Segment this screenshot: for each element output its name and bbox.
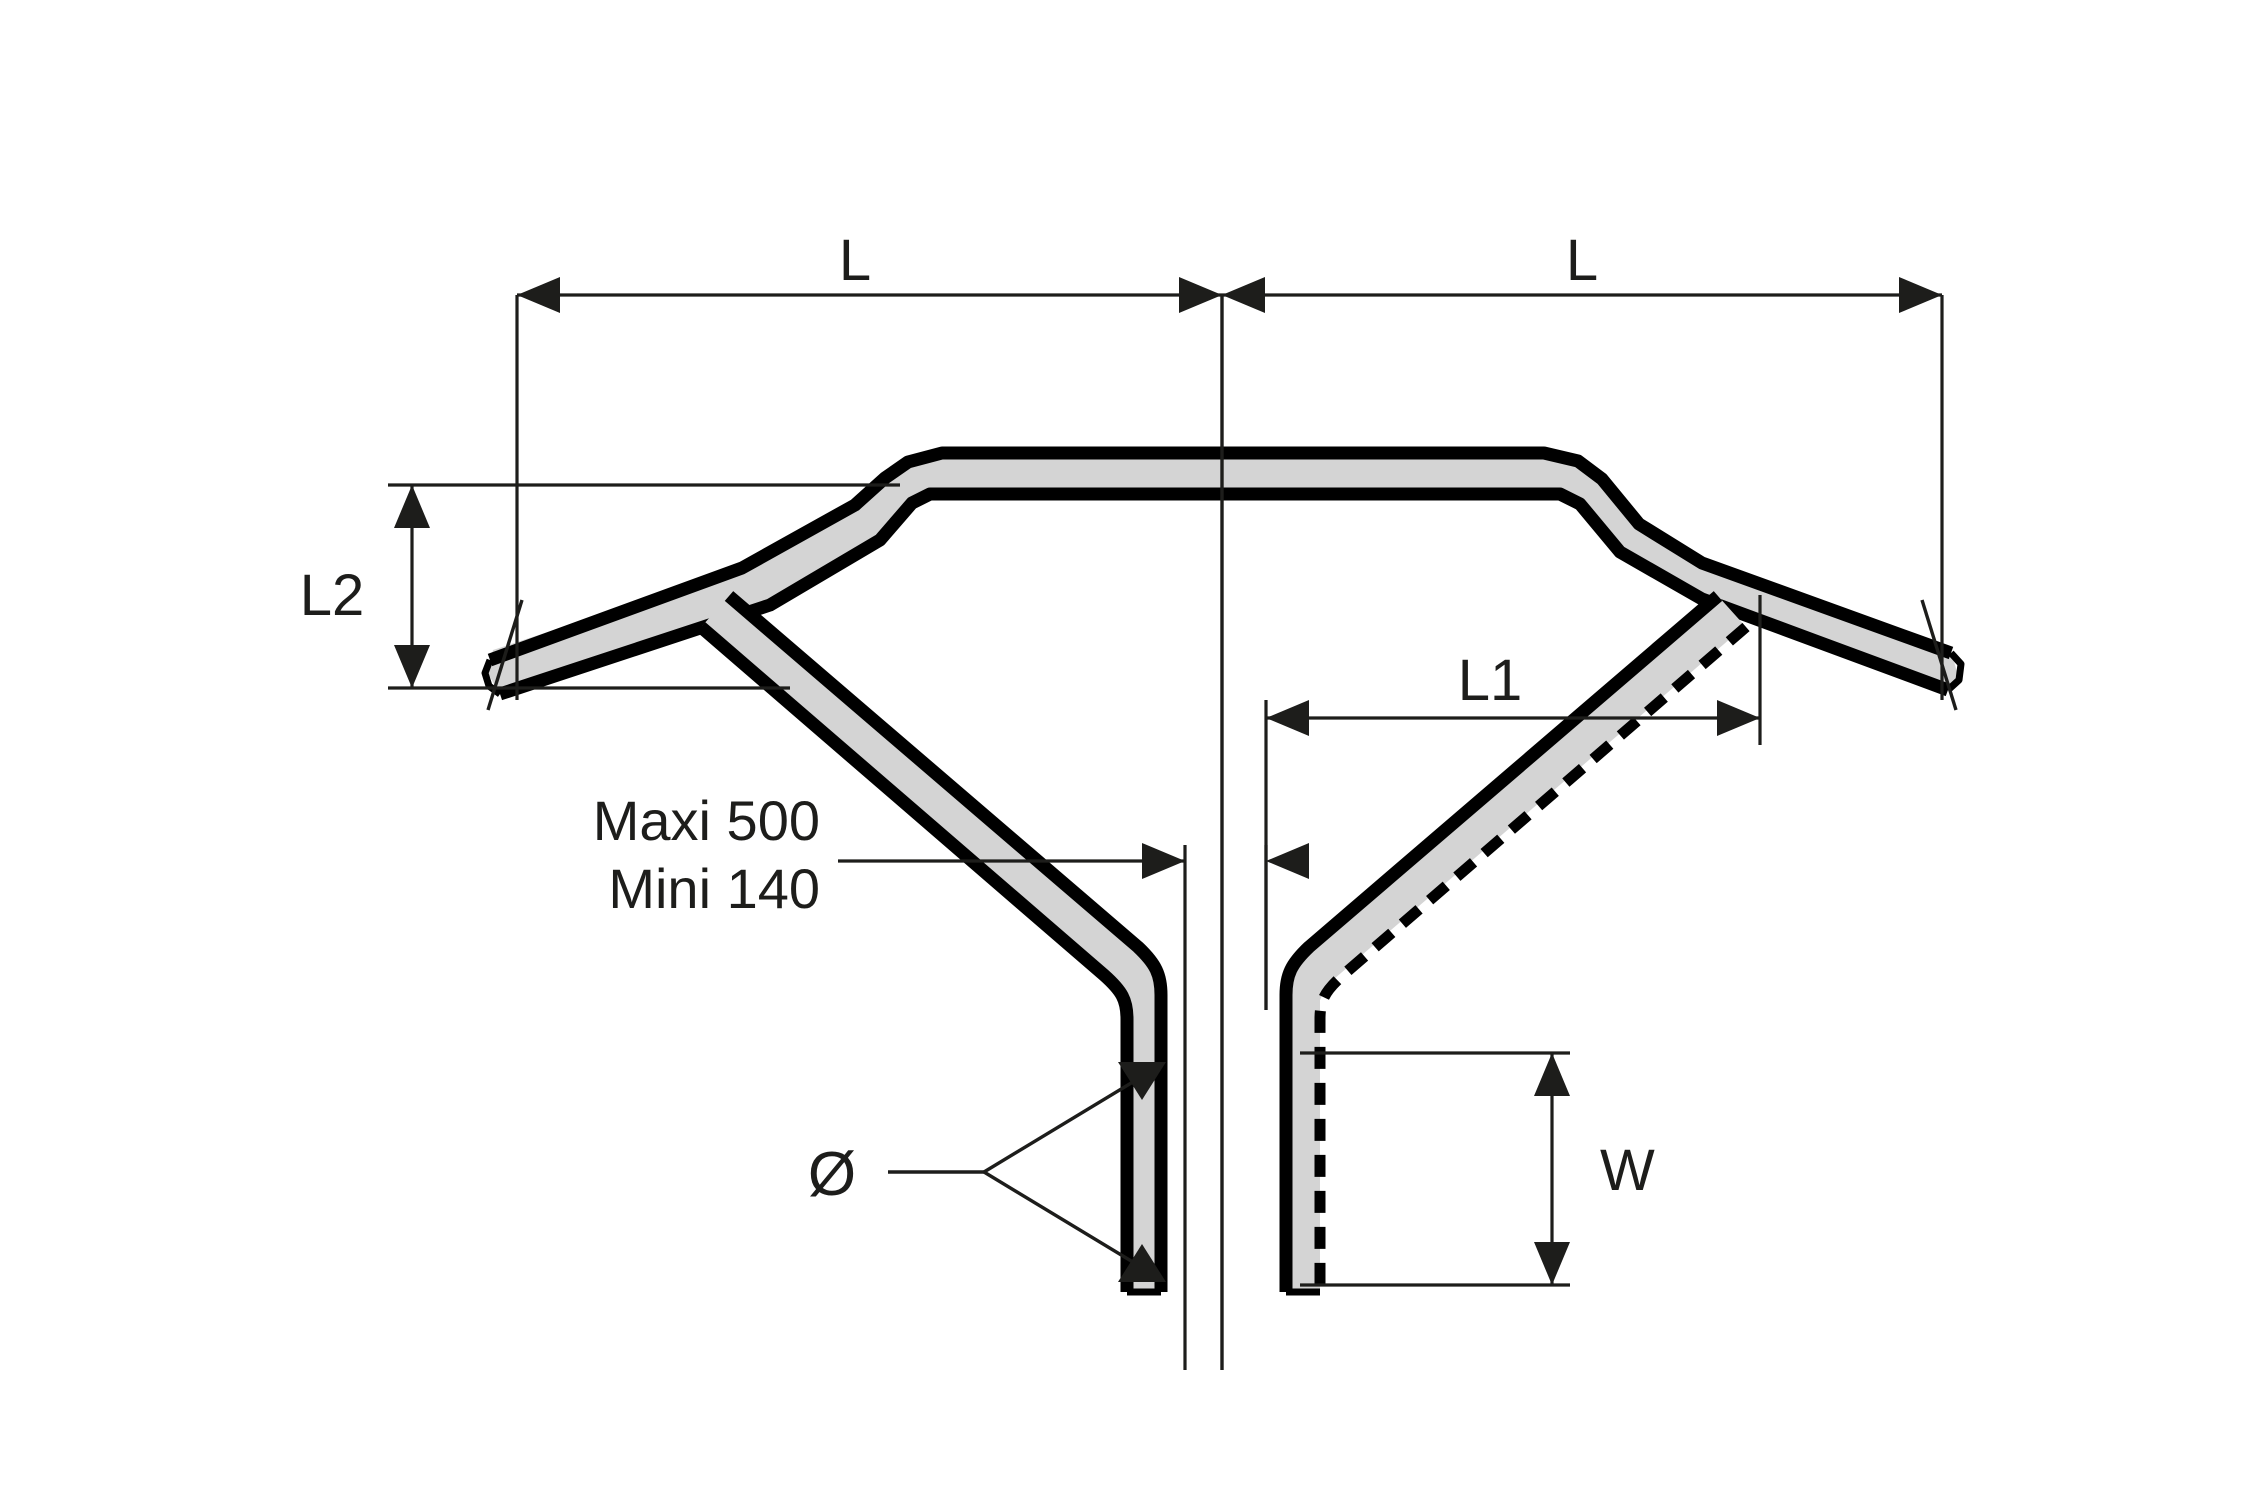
dimension-l-right: L bbox=[1222, 228, 1944, 700]
dimension-w: W bbox=[1300, 1051, 1655, 1287]
dimension-label-l-right: L bbox=[1566, 228, 1598, 293]
gap-arrow-right bbox=[1266, 843, 1309, 879]
note-maxi: Maxi 500 bbox=[593, 789, 820, 852]
dimension-gap-maxi-mini: Maxi 500 Mini 140 bbox=[593, 789, 1309, 1370]
diameter-leader-lower-branch bbox=[983, 1170, 1157, 1278]
l2-arrow-top bbox=[394, 485, 430, 528]
right-brace-hidden-edge bbox=[1314, 622, 1750, 1292]
dimension-label-w: W bbox=[1600, 1138, 1655, 1203]
dimension-label-l1: L1 bbox=[1458, 648, 1523, 713]
handlebar-upper-tube bbox=[481, 446, 1965, 701]
diameter-leader-upper-branch bbox=[983, 1066, 1157, 1174]
dimension-label-diameter: Ø bbox=[808, 1140, 856, 1209]
l-right-arrow-start bbox=[1222, 277, 1265, 313]
right-end-cut-mark bbox=[1920, 599, 1958, 711]
w-arrow-top bbox=[1534, 1053, 1570, 1096]
dimension-l2: L2 bbox=[300, 483, 900, 690]
l1-arrow-right bbox=[1717, 700, 1760, 736]
l-right-arrow-end bbox=[1899, 277, 1942, 313]
w-arrow-bottom bbox=[1534, 1242, 1570, 1285]
dimension-diameter: Ø bbox=[808, 1062, 1166, 1282]
dimension-label-l-left: L bbox=[839, 228, 871, 293]
upper-tube-outer-edge bbox=[487, 446, 1954, 667]
note-mini: Mini 140 bbox=[608, 857, 820, 920]
gap-arrow-left bbox=[1142, 843, 1185, 879]
left-brace-tube bbox=[696, 591, 1168, 1296]
l2-arrow-bottom bbox=[394, 645, 430, 688]
dimension-label-l2: L2 bbox=[300, 563, 365, 628]
left-brace-outer-edge bbox=[724, 591, 1168, 1292]
l1-arrow-left bbox=[1266, 700, 1309, 736]
upper-tube-inner-edge bbox=[497, 487, 1951, 701]
left-brace-fill bbox=[702, 596, 1160, 1292]
diameter-arrow-top bbox=[1118, 1062, 1166, 1100]
right-brace-tube bbox=[1279, 591, 1750, 1296]
dimension-l-left: L bbox=[515, 228, 1222, 700]
upper-tube-right-cap bbox=[1945, 650, 1965, 693]
right-brace-outer-edge bbox=[1279, 591, 1723, 1292]
left-brace-inner-edge bbox=[696, 622, 1134, 1292]
diameter-arrow-bottom bbox=[1118, 1244, 1166, 1282]
l-left-arrow-start bbox=[517, 277, 560, 313]
l-left-arrow-end bbox=[1179, 277, 1222, 313]
dimension-l1: L1 bbox=[1264, 595, 1762, 1010]
